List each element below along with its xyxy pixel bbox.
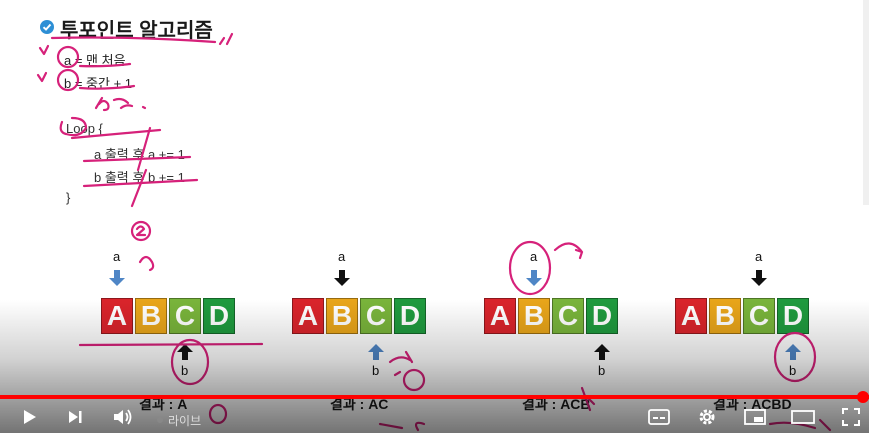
- volume-icon: [111, 407, 133, 432]
- check-circle-icon: [40, 20, 54, 34]
- live-indicator-dot: [157, 417, 163, 423]
- settings-button[interactable]: [694, 409, 720, 429]
- pointer-a-arrow: [751, 270, 767, 291]
- pointer-a-label: a: [530, 249, 538, 264]
- code-line-loop-close: }: [66, 190, 71, 205]
- pointer-a-arrow: [526, 270, 542, 291]
- definition-a: a = 맨 처음: [64, 53, 126, 68]
- pointer-a-label: a: [755, 249, 763, 264]
- player-controls: 라이브: [0, 405, 869, 433]
- side-panel-edge: [863, 0, 869, 205]
- miniplayer-icon: [744, 408, 766, 431]
- code-line-a-output: a 출력 후 a += 1: [94, 147, 185, 162]
- code-line-loop-open: Loop {: [66, 121, 103, 136]
- miniplayer-button[interactable]: [742, 408, 768, 431]
- theater-icon: [791, 408, 815, 431]
- subtitles-button[interactable]: [646, 408, 672, 431]
- pointer-a-arrow: [334, 270, 350, 291]
- live-label[interactable]: 라이브: [168, 414, 202, 428]
- theater-mode-button[interactable]: [790, 409, 816, 429]
- play-button[interactable]: [16, 409, 42, 429]
- progress-played: [0, 395, 869, 399]
- controls-gradient: [0, 300, 869, 433]
- code-line-b-output: b 출력 후 b += 1: [94, 170, 185, 185]
- pointer-a-arrow: [109, 270, 125, 291]
- fullscreen-button[interactable]: [838, 407, 864, 432]
- slide-title: 투포인트 알고리즘: [60, 20, 213, 42]
- subtitles-icon: [648, 408, 670, 431]
- definition-b: b = 중간 + 1: [64, 76, 133, 91]
- play-icon: [19, 407, 39, 432]
- pointer-a-label: a: [338, 249, 346, 264]
- pointer-a-label: a: [113, 249, 121, 264]
- settings-icon: [697, 407, 717, 432]
- next-button[interactable]: [62, 409, 88, 429]
- volume-button[interactable]: [108, 407, 136, 432]
- fullscreen-icon: [841, 407, 861, 432]
- progress-bar[interactable]: [0, 391, 869, 403]
- next-icon: [65, 407, 85, 432]
- scrubber-handle[interactable]: [857, 391, 869, 403]
